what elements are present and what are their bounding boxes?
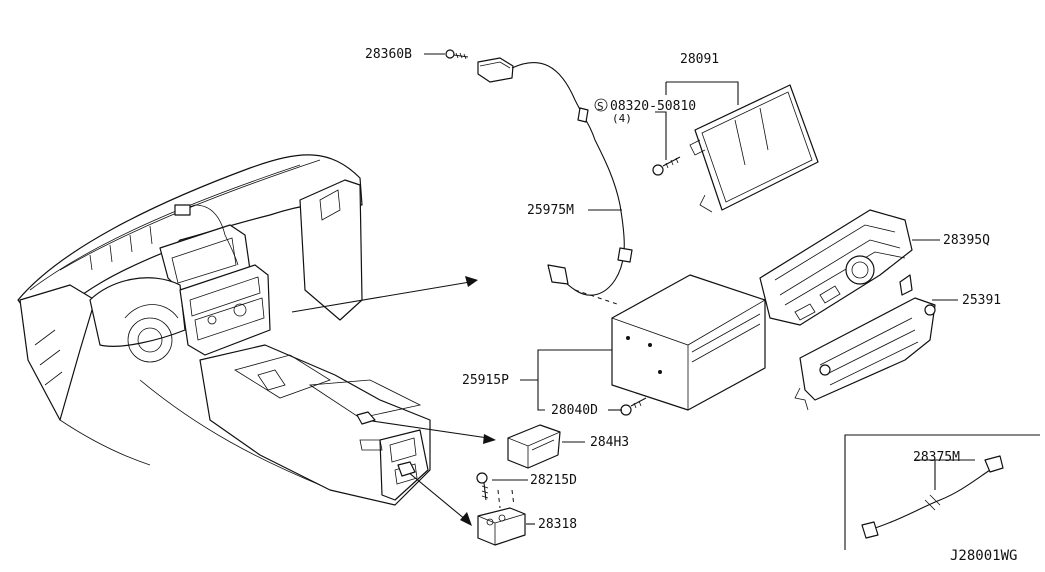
label-25391: 25391 — [962, 293, 1001, 308]
label-284H3: 284H3 — [590, 435, 629, 450]
label-28318: 28318 — [538, 517, 577, 532]
bolt-28215D — [476, 472, 489, 501]
labels: 28360B 28091 S 08320-50810 (4) 25975M 28… — [365, 47, 1017, 564]
label-screw-circle: S — [597, 100, 604, 113]
block-28318 — [477, 489, 526, 546]
inset-28375M — [844, 434, 1040, 550]
diagram-code: J28001WG — [950, 548, 1017, 564]
screw-28360B — [445, 49, 469, 60]
label-screw-qty: (4) — [612, 112, 632, 125]
pointer-arrow-28318 — [397, 461, 472, 526]
pointer-arrow-dash — [291, 276, 478, 313]
label-28091: 28091 — [680, 52, 719, 67]
finisher-panel-25391 — [794, 297, 936, 411]
dashboard-illustration — [17, 154, 431, 506]
label-28215D: 28215D — [530, 473, 577, 488]
label-28040D: 28040D — [551, 403, 598, 418]
label-08320-50810: 08320-50810 — [610, 99, 696, 114]
label-28375M: 28375M — [913, 450, 960, 465]
pointer-arrow-284H3 — [356, 411, 496, 444]
display-28091 — [652, 84, 819, 213]
label-25915P: 25915P — [462, 373, 509, 388]
label-28360B: 28360B — [365, 47, 412, 62]
head-unit-25915P — [611, 274, 766, 416]
label-25975M: 25975M — [527, 203, 574, 218]
control-panel-28395Q — [759, 209, 913, 326]
label-28395Q: 28395Q — [943, 233, 990, 248]
module-284H3 — [507, 424, 561, 469]
cable-25975M — [477, 57, 633, 306]
leader-lines — [424, 53, 975, 525]
